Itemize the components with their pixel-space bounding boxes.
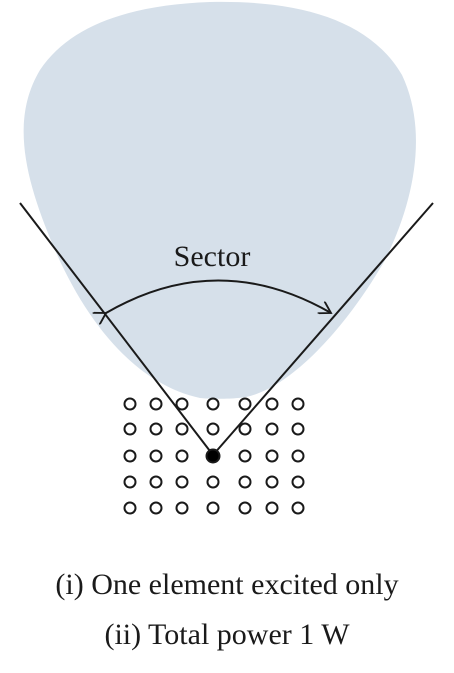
antenna-element bbox=[149, 475, 163, 489]
antenna-element bbox=[206, 501, 220, 515]
antenna-element bbox=[123, 501, 137, 515]
antenna-element bbox=[206, 475, 220, 489]
antenna-element bbox=[149, 397, 163, 411]
antenna-element bbox=[265, 501, 279, 515]
antenna-element bbox=[291, 449, 305, 463]
antenna-element bbox=[291, 475, 305, 489]
caption-condition-1: (i) One element excited only bbox=[55, 568, 399, 601]
antenna-element bbox=[238, 422, 252, 436]
antenna-element bbox=[123, 449, 137, 463]
antenna-element bbox=[265, 422, 279, 436]
antenna-element bbox=[238, 449, 252, 463]
antenna-element bbox=[123, 397, 137, 411]
antenna-element bbox=[291, 422, 305, 436]
antenna-element bbox=[149, 501, 163, 515]
sector-boundary-left bbox=[19, 202, 214, 456]
antenna-element bbox=[123, 422, 137, 436]
antenna-array bbox=[123, 397, 305, 515]
sector-boundary-right bbox=[212, 202, 434, 456]
sector-arc-arrow bbox=[106, 279, 331, 314]
antenna-element bbox=[149, 422, 163, 436]
antenna-element bbox=[123, 475, 137, 489]
antenna-element bbox=[175, 501, 189, 515]
antenna-element bbox=[175, 422, 189, 436]
sector-label: Sector bbox=[174, 240, 251, 273]
radiation-beam-pattern bbox=[23, 1, 416, 399]
antenna-element bbox=[149, 449, 163, 463]
caption-condition-2: (ii) Total power 1 W bbox=[104, 618, 350, 651]
antenna-element bbox=[265, 475, 279, 489]
antenna-element bbox=[206, 397, 220, 411]
antenna-element bbox=[238, 397, 252, 411]
antenna-element bbox=[175, 397, 189, 411]
antenna-element bbox=[265, 449, 279, 463]
antenna-element bbox=[238, 501, 252, 515]
antenna-element bbox=[291, 501, 305, 515]
antenna-element bbox=[175, 475, 189, 489]
antenna-element bbox=[291, 397, 305, 411]
antenna-element bbox=[265, 397, 279, 411]
excited-antenna-element bbox=[205, 448, 221, 464]
antenna-element bbox=[238, 475, 252, 489]
antenna-element bbox=[206, 422, 220, 436]
antenna-element bbox=[175, 449, 189, 463]
